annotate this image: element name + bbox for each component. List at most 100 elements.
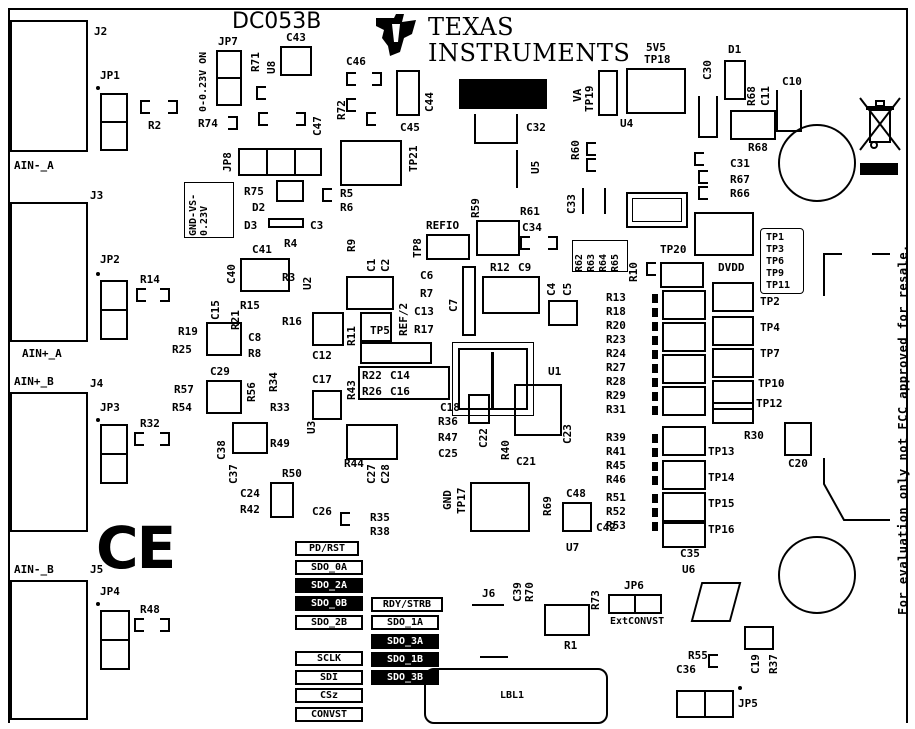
pad-r14 xyxy=(136,288,146,302)
ref-c12: C12 xyxy=(312,349,332,362)
ref-c21: C21 xyxy=(516,455,536,468)
ref-r1: R1 xyxy=(564,639,578,652)
fiducial-bar xyxy=(459,79,547,109)
ref-c47: C47 xyxy=(311,116,324,136)
ref-c29: C29 xyxy=(210,365,230,378)
resistor-pad xyxy=(652,434,658,443)
ref-c27: C27 xyxy=(365,464,378,484)
ref-r50: R50 xyxy=(282,467,302,480)
signal-pd-rst: PD/RST xyxy=(295,541,359,556)
ref-r67: R67 xyxy=(730,173,750,186)
testpoint-pad[interactable] xyxy=(662,322,706,352)
cap-c19 xyxy=(744,626,774,650)
testpoint-pad[interactable] xyxy=(712,316,754,346)
connector-j3-ref: J3 xyxy=(90,189,104,202)
testpoint-pad[interactable] xyxy=(712,348,754,378)
resistor-pad xyxy=(652,508,658,517)
signal-convst: CONVST xyxy=(295,707,363,722)
cap-c27 xyxy=(346,424,398,460)
ref-r25: R25 xyxy=(172,343,192,356)
ref-r64: R64 xyxy=(598,253,609,272)
ref-r26: R26 xyxy=(362,385,382,398)
jumper-jp8-legend xyxy=(184,182,234,238)
ti-logo-icon xyxy=(372,12,422,58)
ic-r16 xyxy=(312,312,344,346)
ref-c18: C18 xyxy=(440,401,460,414)
ref-u4: U4 xyxy=(620,117,634,130)
resistor-ref: R31 xyxy=(606,403,626,416)
ref-r42: R42 xyxy=(240,503,260,516)
ref-r7: R7 xyxy=(420,287,434,300)
testpoint-pad[interactable] xyxy=(712,380,754,410)
ref-r15: R15 xyxy=(240,299,260,312)
ref-c44: C44 xyxy=(423,92,436,112)
ref-r10: R10 xyxy=(627,262,640,282)
signal-sdi: SDI xyxy=(295,670,363,685)
pad xyxy=(586,158,596,172)
ref-r8: R8 xyxy=(248,347,262,360)
ref-c42: C42 xyxy=(596,521,616,534)
testpoint-tp5[interactable] xyxy=(360,342,432,364)
ref-r75: R75 xyxy=(244,185,264,198)
connector-j5-caption: AIN-_B xyxy=(14,563,54,576)
ref-r68: R68 xyxy=(748,141,768,154)
cap-r11 xyxy=(360,312,392,342)
pad-r32 xyxy=(134,432,144,446)
ref-r73: R73 xyxy=(589,590,602,610)
ref-c30: C30 xyxy=(701,60,714,80)
testpoint-pad[interactable] xyxy=(712,402,754,424)
resistor-pad xyxy=(652,448,658,457)
testpoint-pad[interactable] xyxy=(662,522,706,548)
jumper-divider xyxy=(294,148,296,176)
ref-c32: C32 xyxy=(526,121,546,134)
cap-c1c2 xyxy=(346,276,394,310)
ref-c31: C31 xyxy=(730,157,750,170)
ref-c41: C41 xyxy=(252,243,272,256)
jumper-jp8[interactable] xyxy=(238,148,322,176)
ref-c34: C34 xyxy=(522,221,542,234)
ref-c2: C2 xyxy=(379,258,392,272)
ref-r60: R60 xyxy=(569,140,582,160)
testpoint-ref: TP12 xyxy=(756,397,783,410)
testpoint-tp17[interactable] xyxy=(470,482,530,532)
ref-r55: R55 xyxy=(688,649,708,662)
ref-c37: C37 xyxy=(227,464,240,484)
testpoint-pad[interactable] xyxy=(662,354,706,384)
testpoint-pad[interactable] xyxy=(662,460,706,490)
ref-tp17: TP17 xyxy=(455,487,468,515)
testpoint-pad[interactable] xyxy=(662,290,706,320)
testpoint-pad[interactable] xyxy=(662,492,706,522)
pin1-dot xyxy=(96,86,100,90)
resistor-pad xyxy=(652,406,658,415)
testpoint-pad[interactable] xyxy=(662,426,706,456)
signal-sdo-1a: SDO_1A xyxy=(371,615,439,630)
ref-r59: R59 xyxy=(469,198,482,218)
testpoint-pad[interactable] xyxy=(712,282,754,312)
ic-u1-inner xyxy=(458,348,528,410)
ref-c20: C20 xyxy=(788,457,808,470)
ref-r35: R35 xyxy=(370,511,390,524)
refio-pad xyxy=(426,234,470,260)
pad-r14b xyxy=(160,288,170,302)
testpoint-tp21[interactable] xyxy=(340,140,402,186)
connector-j4-caption: AIN+_B xyxy=(14,375,54,388)
testpoint-tp18[interactable] xyxy=(626,68,686,114)
pad xyxy=(256,86,266,100)
jumper-jp8-text: GND-VS-0.23V xyxy=(188,193,210,236)
crossed-bin-icon xyxy=(858,96,902,152)
ref-r74: R74 xyxy=(198,117,218,130)
ref-r65: R65 xyxy=(610,253,621,272)
ref-c33: C33 xyxy=(565,194,578,214)
ref-c24: C24 xyxy=(240,487,260,500)
resistor-ref: R45 xyxy=(606,459,626,472)
cap-c7 xyxy=(462,266,476,336)
ref-r22: R22 xyxy=(362,369,382,382)
testpoint-tp19[interactable] xyxy=(598,70,618,116)
ref-r17: R17 xyxy=(414,323,434,336)
testpoint-tp20[interactable] xyxy=(660,262,704,288)
testpoint-pad[interactable] xyxy=(662,386,706,416)
pad xyxy=(296,112,306,126)
rail-5v5: 5V5 xyxy=(646,41,666,54)
pad xyxy=(698,170,708,184)
ref-c19: C19 xyxy=(749,654,762,674)
